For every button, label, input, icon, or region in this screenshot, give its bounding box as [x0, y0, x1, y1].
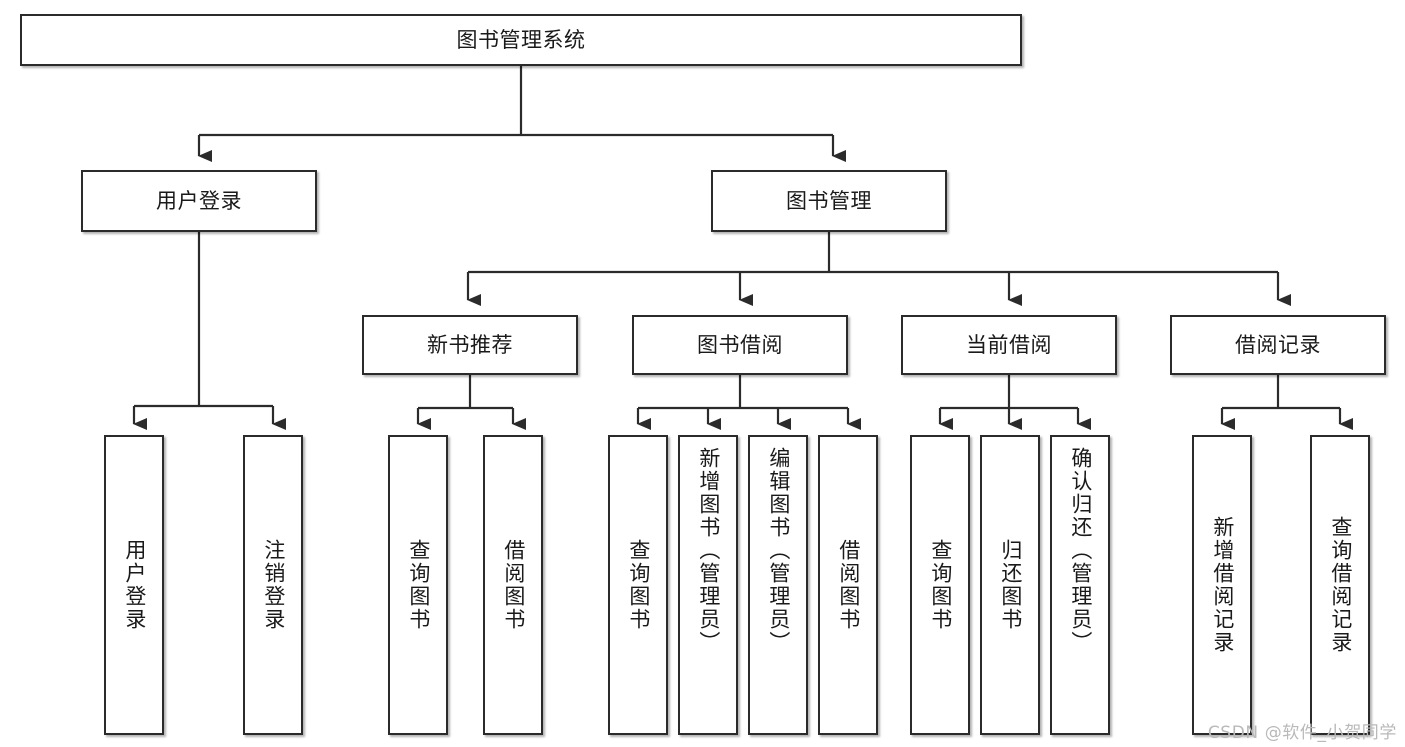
node-user-login-label: 用户登录 — [156, 188, 242, 213]
leaf-current-borrow-return[interactable]: 归还图书 — [980, 435, 1040, 735]
node-new-book-recommendation-label: 新书推荐 — [427, 332, 513, 357]
node-borrowing-record-label: 借阅记录 — [1235, 332, 1321, 357]
leaf-book-borrow-query-label: 查询图书 — [626, 539, 651, 631]
node-book-management[interactable]: 图书管理 — [711, 170, 947, 232]
node-new-book-recommendation[interactable]: 新书推荐 — [362, 315, 578, 375]
leaf-book-borrow-edit[interactable]: 编辑图书（管理员） — [748, 435, 808, 735]
node-book-borrowing-label: 图书借阅 — [697, 332, 783, 357]
leaf-user-login-signin-label: 用户登录 — [122, 539, 147, 631]
leaf-new-book-query[interactable]: 查询图书 — [388, 435, 448, 735]
node-root-book-management-system[interactable]: 图书管理系统 — [20, 14, 1022, 66]
leaf-book-borrow-query[interactable]: 查询图书 — [608, 435, 668, 735]
leaf-current-borrow-confirm-return-label: 确认归还（管理员） — [1068, 447, 1093, 654]
leaf-book-borrow-edit-label: 编辑图书（管理员） — [766, 447, 791, 654]
leaf-record-add-label: 新增借阅记录 — [1210, 516, 1235, 654]
leaf-new-book-borrow-label: 借阅图书 — [501, 539, 526, 631]
leaf-book-borrow-add-label: 新增图书（管理员） — [696, 447, 721, 654]
node-root-label: 图书管理系统 — [456, 27, 586, 52]
node-book-borrowing[interactable]: 图书借阅 — [632, 315, 848, 375]
leaf-book-borrow-add[interactable]: 新增图书（管理员） — [678, 435, 738, 735]
leaf-current-borrow-confirm-return[interactable]: 确认归还（管理员） — [1050, 435, 1110, 735]
node-current-borrowing-label: 当前借阅 — [966, 332, 1052, 357]
leaf-record-query[interactable]: 查询借阅记录 — [1310, 435, 1370, 735]
leaf-user-login-signin[interactable]: 用户登录 — [104, 435, 164, 735]
node-borrowing-record[interactable]: 借阅记录 — [1170, 315, 1386, 375]
csdn-watermark: CSDN @软件_小贺同学 — [1207, 723, 1397, 743]
leaf-book-borrow-borrow-label: 借阅图书 — [836, 539, 861, 631]
leaf-new-book-borrow[interactable]: 借阅图书 — [483, 435, 543, 735]
node-user-login[interactable]: 用户登录 — [81, 170, 317, 232]
leaf-record-add[interactable]: 新增借阅记录 — [1192, 435, 1252, 735]
leaf-user-login-signout-label: 注销登录 — [261, 539, 286, 631]
leaf-current-borrow-query[interactable]: 查询图书 — [910, 435, 970, 735]
leaf-book-borrow-borrow[interactable]: 借阅图书 — [818, 435, 878, 735]
node-current-borrowing[interactable]: 当前借阅 — [901, 315, 1117, 375]
leaf-record-query-label: 查询借阅记录 — [1328, 516, 1353, 654]
leaf-current-borrow-query-label: 查询图书 — [928, 539, 953, 631]
node-book-management-label: 图书管理 — [786, 188, 872, 213]
leaf-current-borrow-return-label: 归还图书 — [998, 539, 1023, 631]
leaf-user-login-signout[interactable]: 注销登录 — [243, 435, 303, 735]
leaf-new-book-query-label: 查询图书 — [406, 539, 431, 631]
